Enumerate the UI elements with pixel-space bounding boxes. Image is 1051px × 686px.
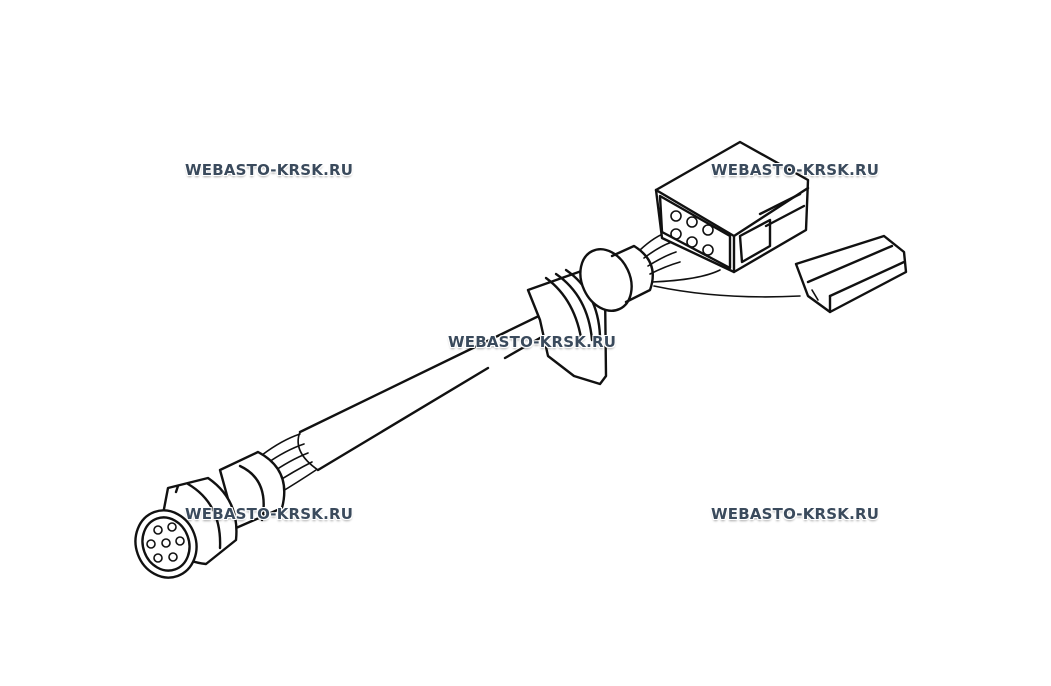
watermark-text: WEBASTO-KRSK.RU — [711, 505, 880, 523]
round-connector — [134, 450, 286, 579]
small-plug — [794, 234, 908, 314]
watermark-text: WEBASTO-KRSK.RU — [711, 161, 880, 179]
watermark-text: WEBASTO-KRSK.RU — [185, 161, 354, 179]
connector-pins — [146, 522, 185, 563]
rectangular-connector — [654, 140, 810, 274]
rect-connector-pins — [670, 210, 714, 256]
watermark-text: WEBASTO-KRSK.RU — [448, 333, 617, 351]
grommet — [526, 244, 654, 386]
cable-sheath — [297, 311, 577, 472]
watermark-text: WEBASTO-KRSK.RU — [185, 505, 354, 523]
